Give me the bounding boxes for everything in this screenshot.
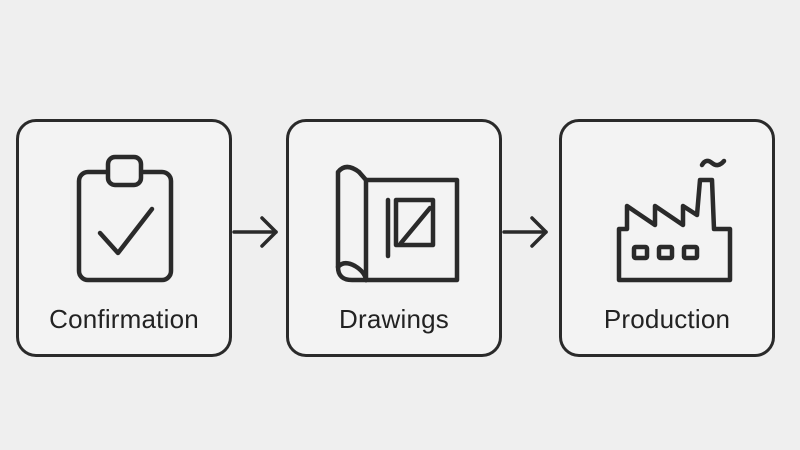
step-confirmation: Confirmation	[16, 119, 232, 357]
step-drawings: Drawings	[286, 119, 502, 357]
factory-icon	[616, 158, 733, 283]
step-label: Drawings	[339, 304, 449, 334]
step-production: Production	[559, 119, 775, 357]
blueprint-icon	[335, 164, 460, 283]
arrow-right-icon	[232, 216, 278, 248]
arrow-right-icon	[502, 216, 548, 248]
step-label: Production	[603, 304, 731, 334]
clipboard-check-icon	[76, 154, 174, 283]
step-label: Confirmation	[49, 304, 199, 334]
